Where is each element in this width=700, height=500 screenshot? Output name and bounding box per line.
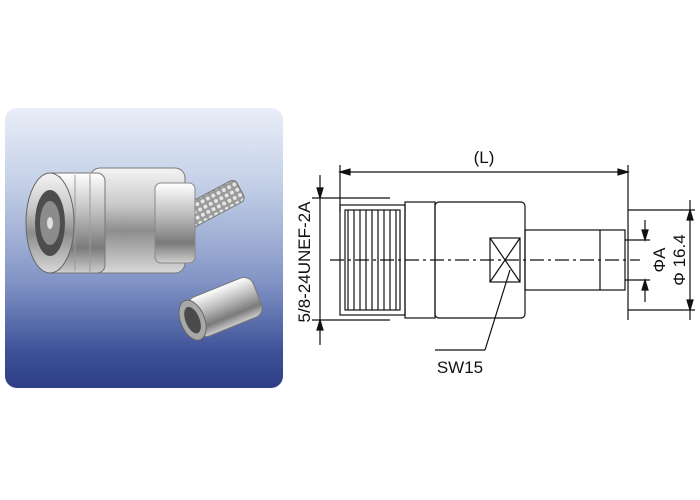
length-label: (L) bbox=[474, 148, 495, 167]
wrench-label: SW15 bbox=[437, 358, 483, 377]
thread-label: 5/8-24UNEF-2A bbox=[295, 201, 314, 323]
wrench-leader bbox=[484, 269, 511, 351]
crimp-ferrule bbox=[178, 276, 263, 341]
diameter-body-label: Φ 16.4 bbox=[670, 234, 689, 285]
product-photo-panel bbox=[5, 108, 283, 388]
diameter-a-label: ΦA bbox=[650, 247, 669, 273]
connector-photo bbox=[25, 167, 263, 341]
technical-drawing: (L) 5/8-24UNEF-2A ΦA Φ 16.4 SW15 bbox=[290, 130, 700, 385]
